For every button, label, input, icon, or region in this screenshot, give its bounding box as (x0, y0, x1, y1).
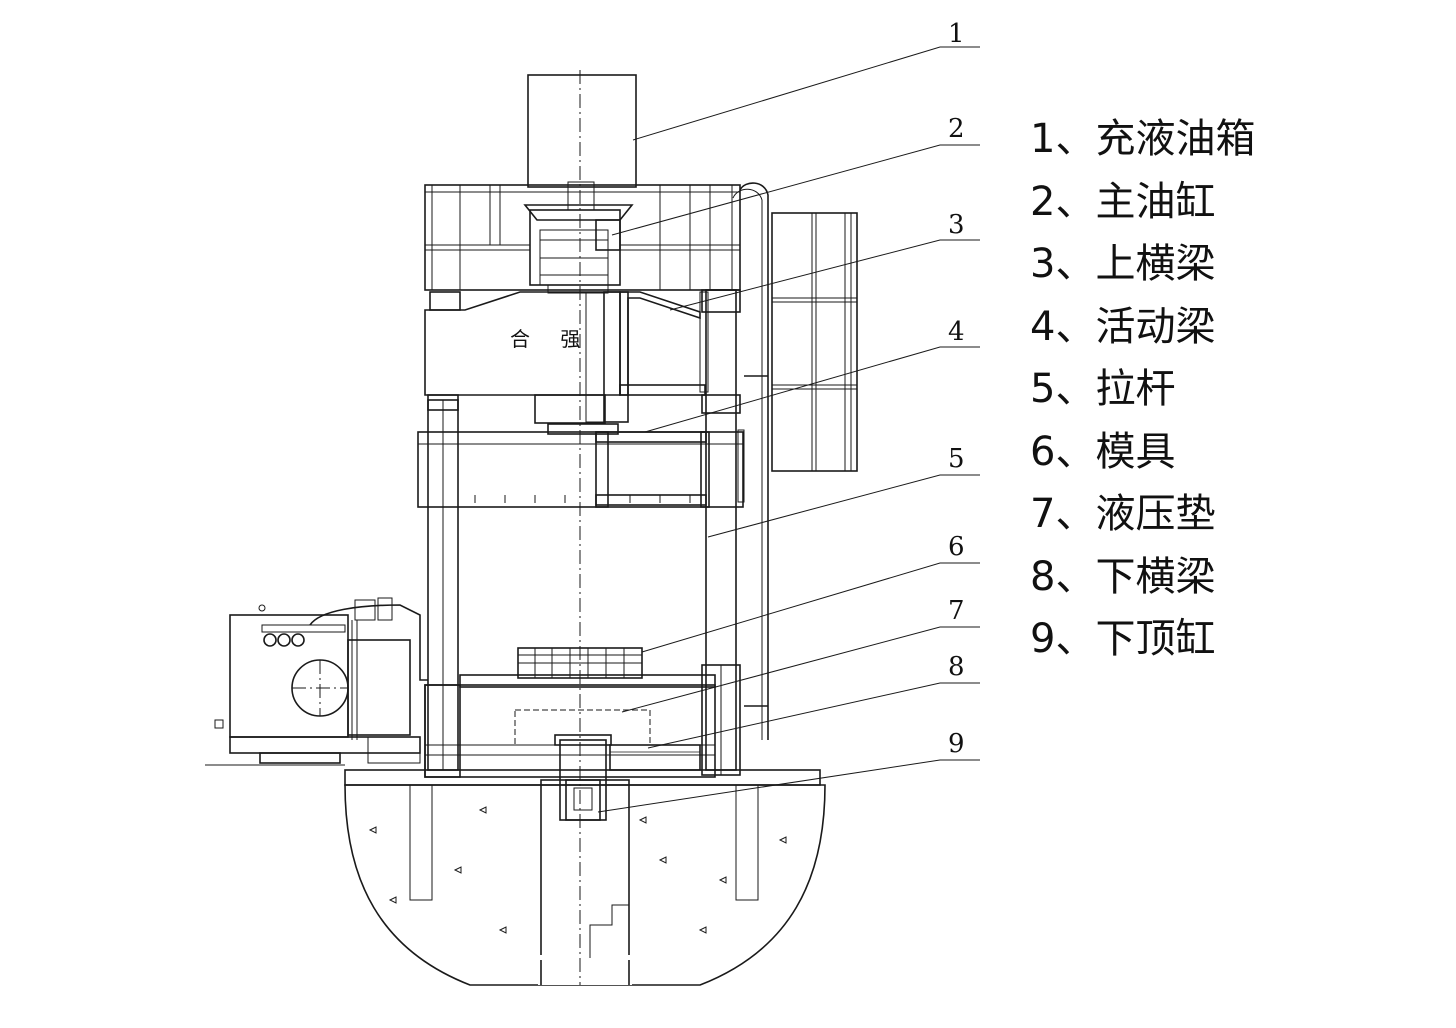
leader-2 (611, 144, 980, 236)
callout-numbers: 1 2 3 4 5 6 7 8 9 (948, 19, 965, 759)
leader-9 (597, 759, 980, 813)
legend-item-4: 4、活动梁 (1030, 303, 1216, 350)
top-platform-railing (424, 182, 858, 740)
foundation (205, 764, 826, 986)
hydraulic-power-unit (214, 597, 428, 764)
callout-number-7: 7 (948, 596, 965, 626)
callout-number-9: 9 (948, 729, 965, 759)
legend-item-3: 3、上横梁 (1030, 241, 1216, 287)
prefill-tank (527, 74, 637, 211)
parts-legend: 1、充液油箱 2、主油缸 3、上横梁 4、活动梁 5、拉杆 6、模具 7、液压垫… (1030, 108, 1255, 671)
legend-item-8: 8、下横梁 (1030, 553, 1216, 600)
lower-cross-beam (424, 674, 716, 778)
callout-number-3: 3 (948, 210, 965, 240)
callout-number-8: 8 (948, 652, 965, 682)
leader-4 (644, 346, 980, 433)
leader-6 (641, 562, 980, 653)
leader-1 (632, 46, 980, 141)
legend-item-9: 9、下顶缸 (1030, 616, 1216, 662)
leader-5 (707, 474, 980, 538)
leader-7 (621, 626, 980, 713)
callout-number-2: 2 (948, 114, 965, 144)
callout-number-1: 1 (948, 19, 965, 49)
callout-number-6: 6 (948, 532, 965, 562)
callout-number-5: 5 (948, 444, 965, 474)
leader-3 (669, 239, 980, 311)
upper-cross-beam: 合 强 (424, 291, 709, 424)
legend-item-6: 6、模具 (1030, 428, 1176, 475)
legend-item-2: 2、主油缸 (1030, 178, 1216, 225)
callout-number-4: 4 (948, 317, 965, 347)
legend-item-1: 1、充液油箱 (1030, 116, 1256, 162)
callout-leaders (597, 46, 980, 813)
legend-item-7: 7、液压垫 (1030, 491, 1216, 537)
main-cylinder (523, 204, 634, 423)
brand-mark: 合 强 (510, 327, 592, 351)
legend-item-5: 5、拉杆 (1030, 366, 1176, 412)
leader-8 (647, 682, 980, 749)
